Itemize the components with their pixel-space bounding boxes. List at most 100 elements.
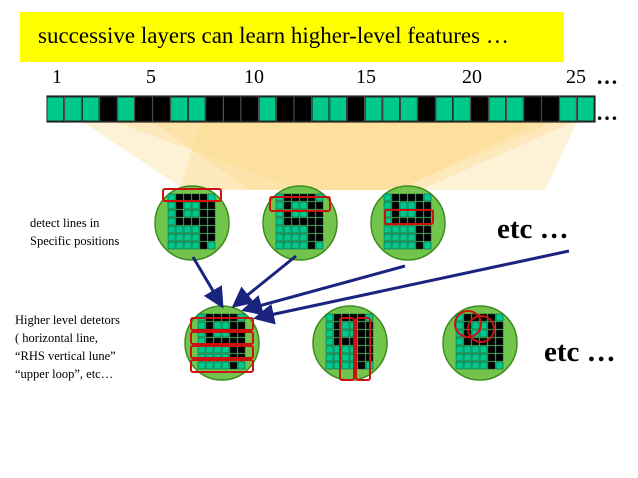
pixel-cell	[197, 361, 206, 370]
pixel-cell	[487, 345, 496, 354]
slide-title: successive layers can learn higher-level…	[38, 23, 509, 48]
tick-15: 15	[356, 66, 376, 88]
pixel-cell	[221, 321, 230, 330]
strip-unit	[188, 96, 206, 122]
pixel-cell	[207, 201, 216, 210]
pixel-cell	[415, 193, 424, 202]
pixel-cell	[407, 241, 416, 250]
pixel-cell	[299, 241, 308, 250]
strip-unit	[523, 96, 542, 122]
pixel-cell	[197, 321, 206, 330]
pixel-cell	[183, 225, 192, 234]
detector-loop	[467, 315, 495, 343]
pixel-cell	[229, 321, 238, 330]
pixel-cell	[199, 233, 208, 242]
pixel-cell	[205, 345, 214, 354]
tick-10: 10	[244, 66, 264, 88]
pixel-cell	[199, 217, 208, 226]
pixel-cell	[199, 209, 208, 218]
pixel-cell	[199, 193, 208, 202]
arrow-line	[191, 256, 224, 309]
pixel-cell	[415, 225, 424, 234]
pixel-cell	[307, 225, 316, 234]
pixel-cell	[399, 241, 408, 250]
pixel-cell	[315, 201, 324, 210]
pixel-cell	[207, 241, 216, 250]
pixel-cell	[167, 233, 176, 242]
detector-box	[190, 359, 254, 373]
pixel-cell	[307, 233, 316, 242]
strip-unit	[488, 96, 507, 122]
fan-wedge	[180, 120, 540, 190]
pixel-cell	[183, 233, 192, 242]
pixel-cell	[391, 225, 400, 234]
strip-unit	[99, 96, 118, 122]
strip-unit	[311, 96, 330, 122]
strip-unit	[64, 96, 82, 122]
pixel-cell	[391, 209, 400, 218]
unit-strip	[46, 95, 596, 123]
pixel-cell	[391, 193, 400, 202]
tick-5: 5	[146, 66, 156, 88]
arrow-line	[241, 264, 406, 316]
pixel-cell	[183, 241, 192, 250]
caption-detect-lines: detect lines in Specific positions	[30, 214, 119, 250]
pixel-cell	[399, 201, 408, 210]
pixel-cell	[471, 361, 480, 370]
strip-unit	[134, 96, 153, 122]
pixel-cell	[207, 225, 216, 234]
pixel-cell	[221, 361, 230, 370]
pixel-cell	[415, 241, 424, 250]
caption-line: Specific positions	[30, 234, 120, 248]
pixel-cell	[341, 329, 350, 338]
pixel-cell	[207, 233, 216, 242]
strip-unit	[364, 96, 383, 122]
strip-unit	[347, 96, 365, 122]
pixel-cell	[291, 225, 300, 234]
pixel-cell	[495, 353, 504, 362]
strip-unit	[205, 96, 224, 122]
pixel-cell	[283, 241, 292, 250]
caption-line: detect lines in	[30, 216, 100, 230]
ticks-ellipsis: …	[596, 64, 618, 89]
pixel-cell	[423, 225, 432, 234]
pixel-cell	[207, 209, 216, 218]
pixel-cell	[415, 209, 424, 218]
pixel-cell	[357, 321, 366, 330]
pixel-cell	[299, 233, 308, 242]
pixel-cell	[383, 201, 392, 210]
pixel-cell	[383, 225, 392, 234]
pixel-cell	[341, 321, 350, 330]
pixel-cell	[167, 217, 176, 226]
pixel-cell	[463, 313, 472, 322]
strip-unit	[117, 96, 135, 122]
pixel-cell	[341, 345, 350, 354]
pixel-cell	[383, 241, 392, 250]
pixel-cell	[197, 345, 206, 354]
pixel-cell	[299, 201, 308, 210]
pixel-cell	[199, 201, 208, 210]
strip-unit	[506, 96, 524, 122]
pixel-cell	[283, 225, 292, 234]
pixel-cell	[307, 201, 316, 210]
etc-label-row1: etc …	[497, 213, 569, 245]
pixel-cell	[325, 337, 334, 346]
pixel-cell	[357, 361, 366, 370]
pixel-cell	[479, 329, 488, 338]
pixel-cell	[315, 217, 324, 226]
pixel-cell	[299, 225, 308, 234]
pixel-cell	[183, 217, 192, 226]
detector-box	[190, 331, 254, 345]
pixel-cell	[407, 233, 416, 242]
pixel-cell	[167, 241, 176, 250]
pixel-cell	[455, 353, 464, 362]
pixel-cell	[399, 209, 408, 218]
pixel-cell	[415, 233, 424, 242]
pixel-cell	[315, 241, 324, 250]
fan-wedge	[110, 120, 578, 190]
pixel-cell	[479, 361, 488, 370]
pixel-cell	[455, 321, 464, 330]
strip-unit	[453, 96, 471, 122]
pixel-cell	[199, 225, 208, 234]
